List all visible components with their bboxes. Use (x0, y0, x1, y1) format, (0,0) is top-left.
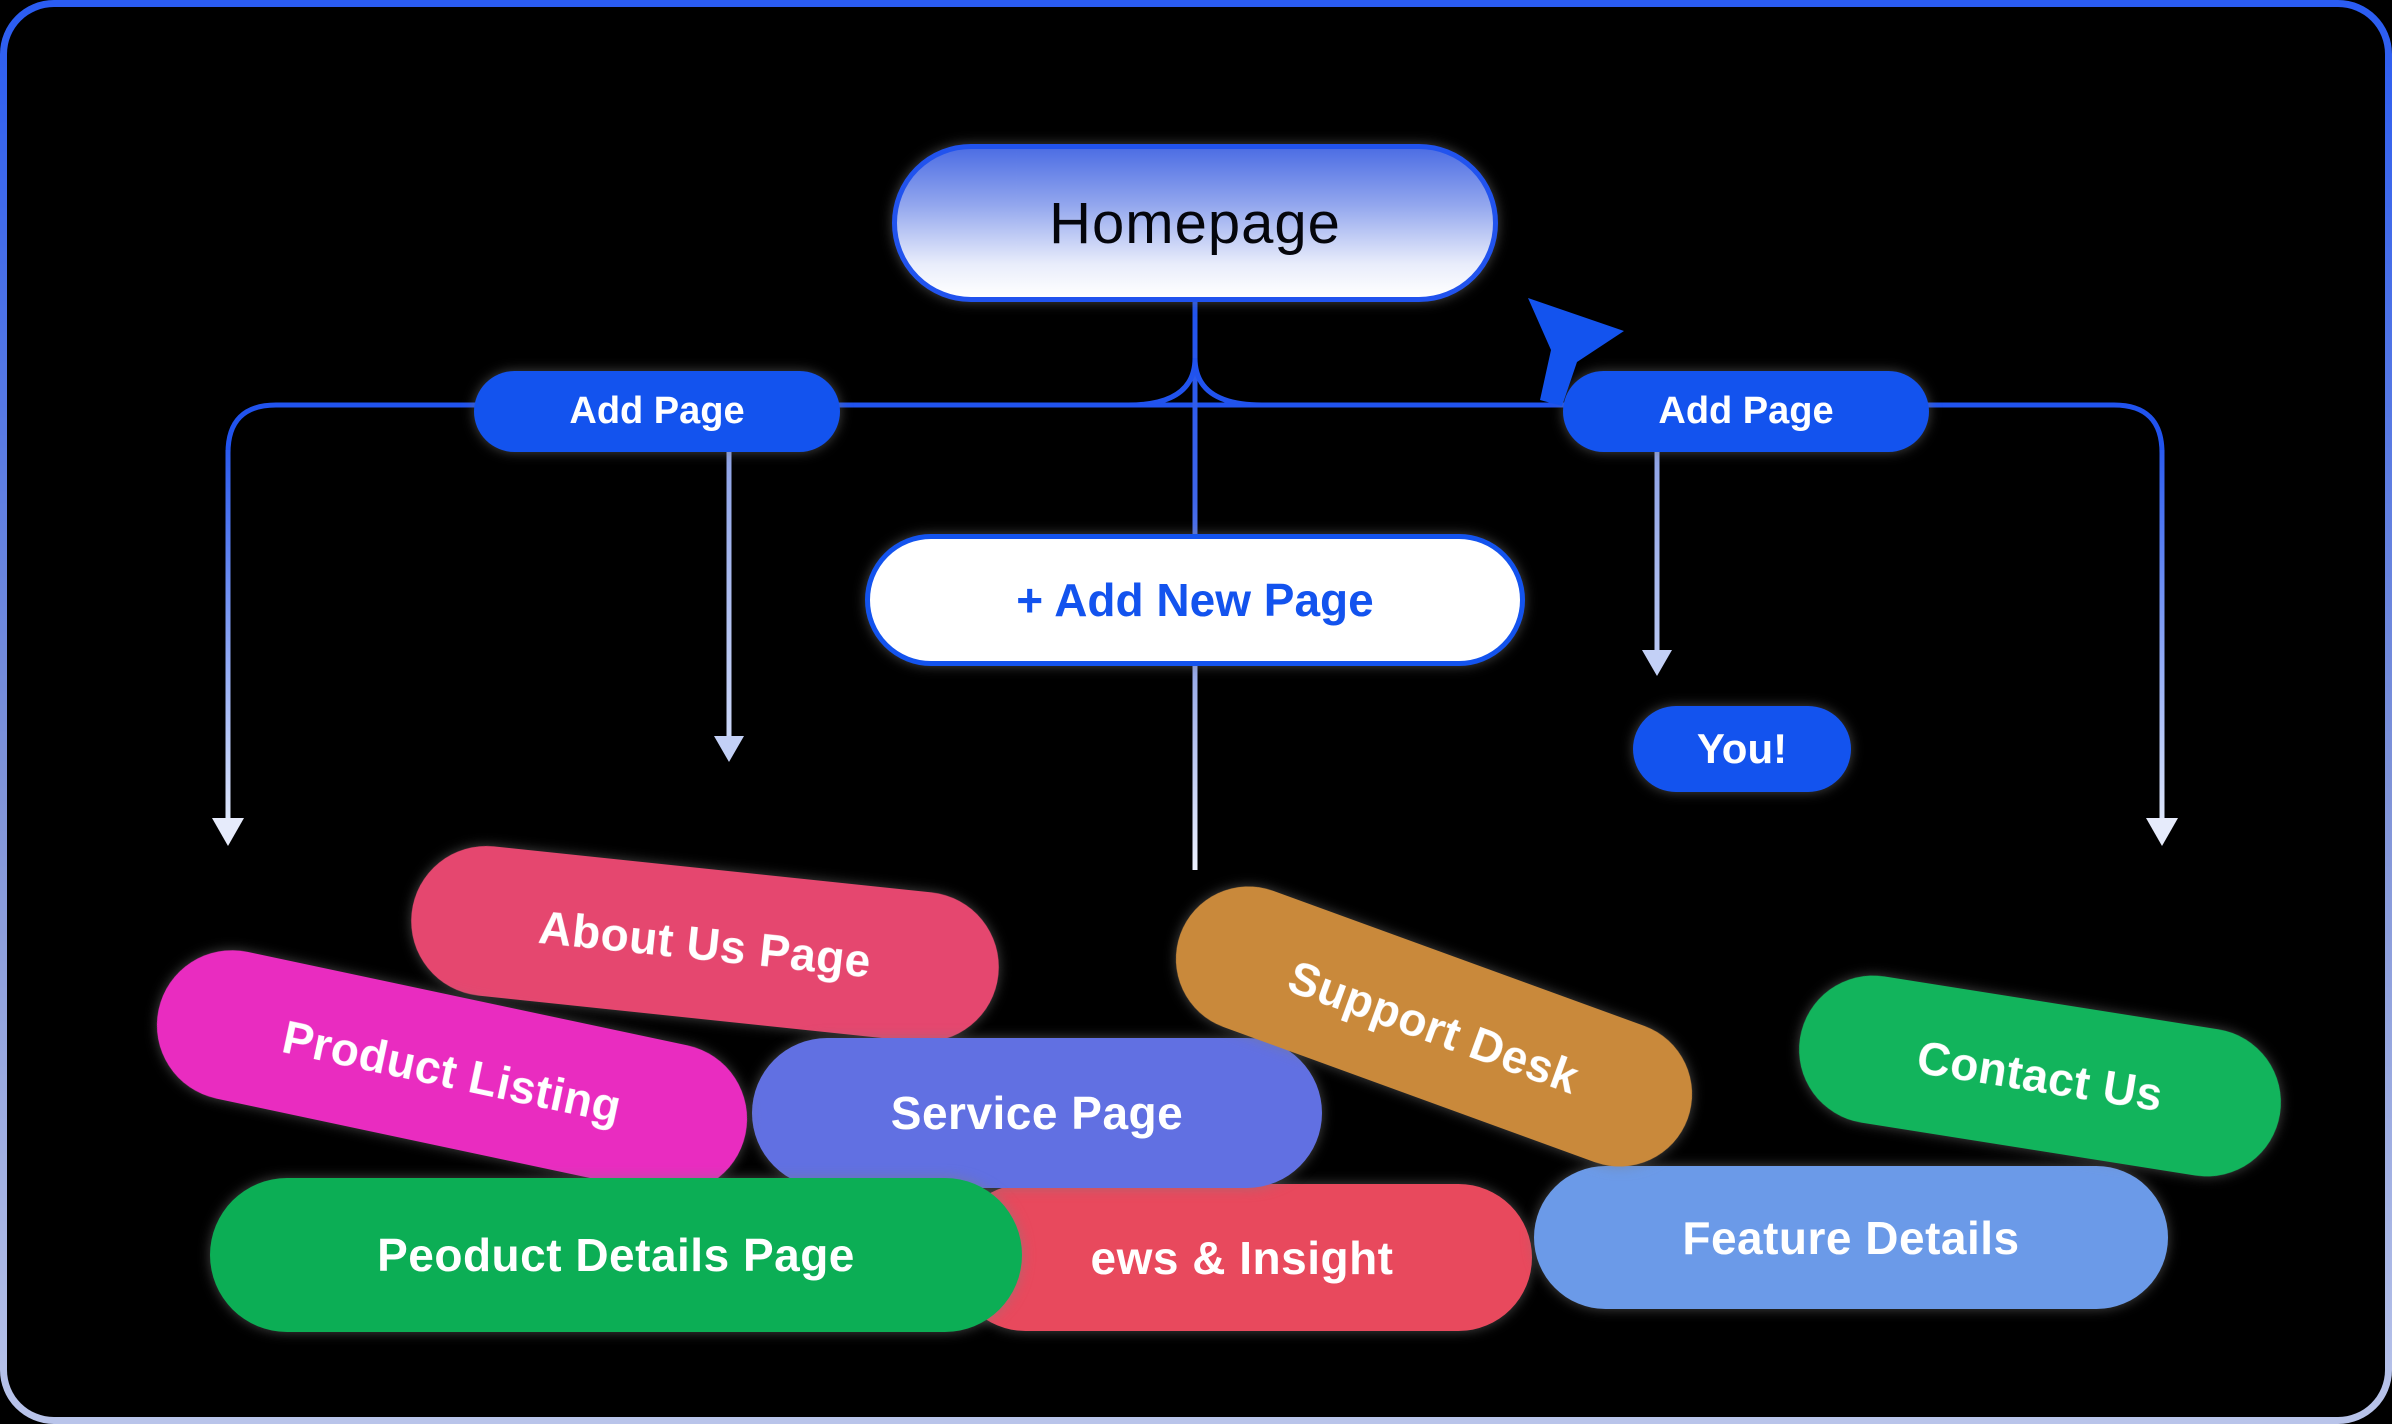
page-card-feature-details[interactable]: Feature Details (1534, 1166, 2168, 1309)
add-page-right-arrow-icon (1642, 650, 1672, 676)
add-page-button-left[interactable]: Add Page (474, 371, 840, 452)
pointer-cursor-shape (1528, 298, 1624, 406)
page-card-product-details[interactable]: Peoduct Details Page (210, 1178, 1022, 1332)
homepage-node[interactable]: Homepage (892, 144, 1498, 302)
add-page-left-arrow-icon (714, 736, 744, 762)
page-card-news-insight[interactable]: ews & Insight (952, 1184, 1532, 1331)
right-rail-arrow-icon (2146, 818, 2178, 846)
page-card-service-page[interactable]: Service Page (752, 1038, 1322, 1188)
left-rail-arrow-icon (212, 818, 244, 846)
add-page-button-right[interactable]: Add Page (1563, 371, 1929, 452)
add-new-page-button[interactable]: + Add New Page (865, 534, 1525, 666)
you-cursor-label: You! (1633, 706, 1851, 792)
branch-curve-right (1192, 357, 1263, 408)
